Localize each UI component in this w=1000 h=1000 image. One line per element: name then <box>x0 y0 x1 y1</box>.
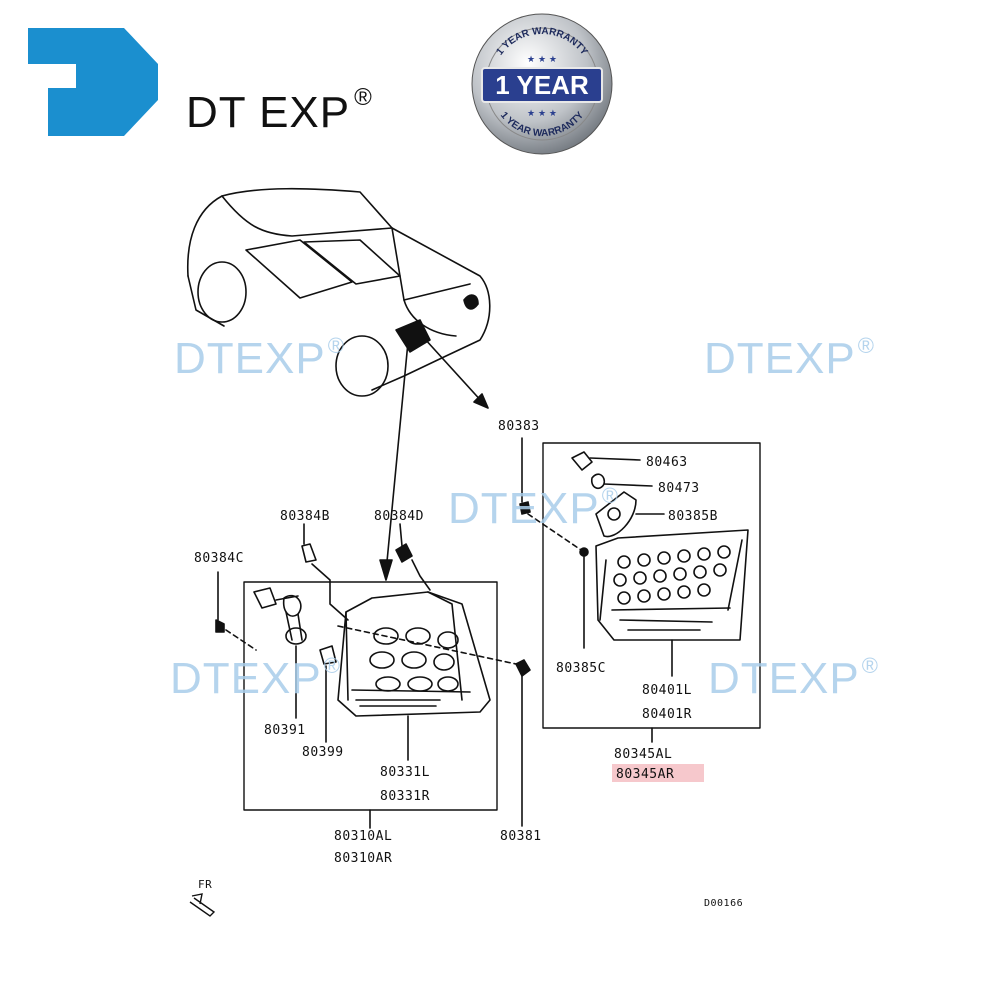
diagram-code: D00166 <box>704 898 743 909</box>
clip-80384b-icon <box>301 543 317 563</box>
pointer-arrow-left <box>385 341 409 573</box>
label-80384b: 80384B <box>280 509 330 524</box>
label-80385b: 80385B <box>668 509 718 524</box>
connector-80399-icon <box>319 645 337 665</box>
watermark: DTEXP® <box>448 483 619 533</box>
label-80385c: 80385C <box>556 661 606 676</box>
label-80331l: 80331L <box>380 765 430 780</box>
brand-name: DT EXP® <box>186 84 373 137</box>
gasket-80385b-icon <box>595 491 637 538</box>
label-80310al: 80310AL <box>334 829 392 844</box>
label-80345ar: 80345AR <box>616 767 674 782</box>
label-80399: 80399 <box>302 745 344 760</box>
label-80401r: 80401R <box>642 707 692 722</box>
label-80381: 80381 <box>500 829 542 844</box>
label-80473: 80473 <box>658 481 700 496</box>
label-80345al: 80345AL <box>614 747 672 762</box>
watermark: DTEXP® <box>708 653 879 703</box>
car-outline-icon <box>186 187 491 397</box>
watermark: DTEXP® <box>704 333 875 383</box>
clip-80383-icon <box>519 501 531 515</box>
svg-text:★ ★ ★: ★ ★ ★ <box>527 109 557 119</box>
screw-80381-icon <box>515 659 531 677</box>
label-80391: 80391 <box>264 723 306 738</box>
label-80463: 80463 <box>646 455 688 470</box>
tail-lamp-outer-icon <box>337 591 491 717</box>
tail-lamp-inner-icon <box>595 529 749 641</box>
label-80383: 80383 <box>498 419 540 434</box>
label-80310ar: 80310AR <box>334 851 392 866</box>
socket-80463-icon <box>571 451 593 471</box>
label-80384d: 80384D <box>374 509 424 524</box>
label-80331r: 80331R <box>380 789 430 804</box>
part-labels: 80383 80463 80473 80385B 80384B 80384D 8… <box>194 419 743 909</box>
screw-80384c-icon <box>215 619 225 633</box>
direction-label: FR <box>198 878 212 891</box>
watermark: DTEXP® <box>174 333 345 383</box>
watermark: DTEXP® <box>170 653 341 703</box>
label-80384c: 80384C <box>194 551 244 566</box>
clip-80384d-icon <box>395 543 413 563</box>
badge-center-text: 1 YEAR <box>495 70 589 100</box>
logo-d-icon <box>28 28 158 136</box>
label-80401l: 80401L <box>642 683 692 698</box>
bulb-socket-icon <box>253 587 307 645</box>
front-direction-arrow-icon <box>189 893 216 917</box>
warranty-badge-icon: 1 YEAR WARRANTY 1 YEAR WARRANTY 1 YEAR ★… <box>471 13 613 155</box>
pointer-arrow-right <box>423 337 485 405</box>
svg-text:★ ★ ★: ★ ★ ★ <box>527 55 557 65</box>
